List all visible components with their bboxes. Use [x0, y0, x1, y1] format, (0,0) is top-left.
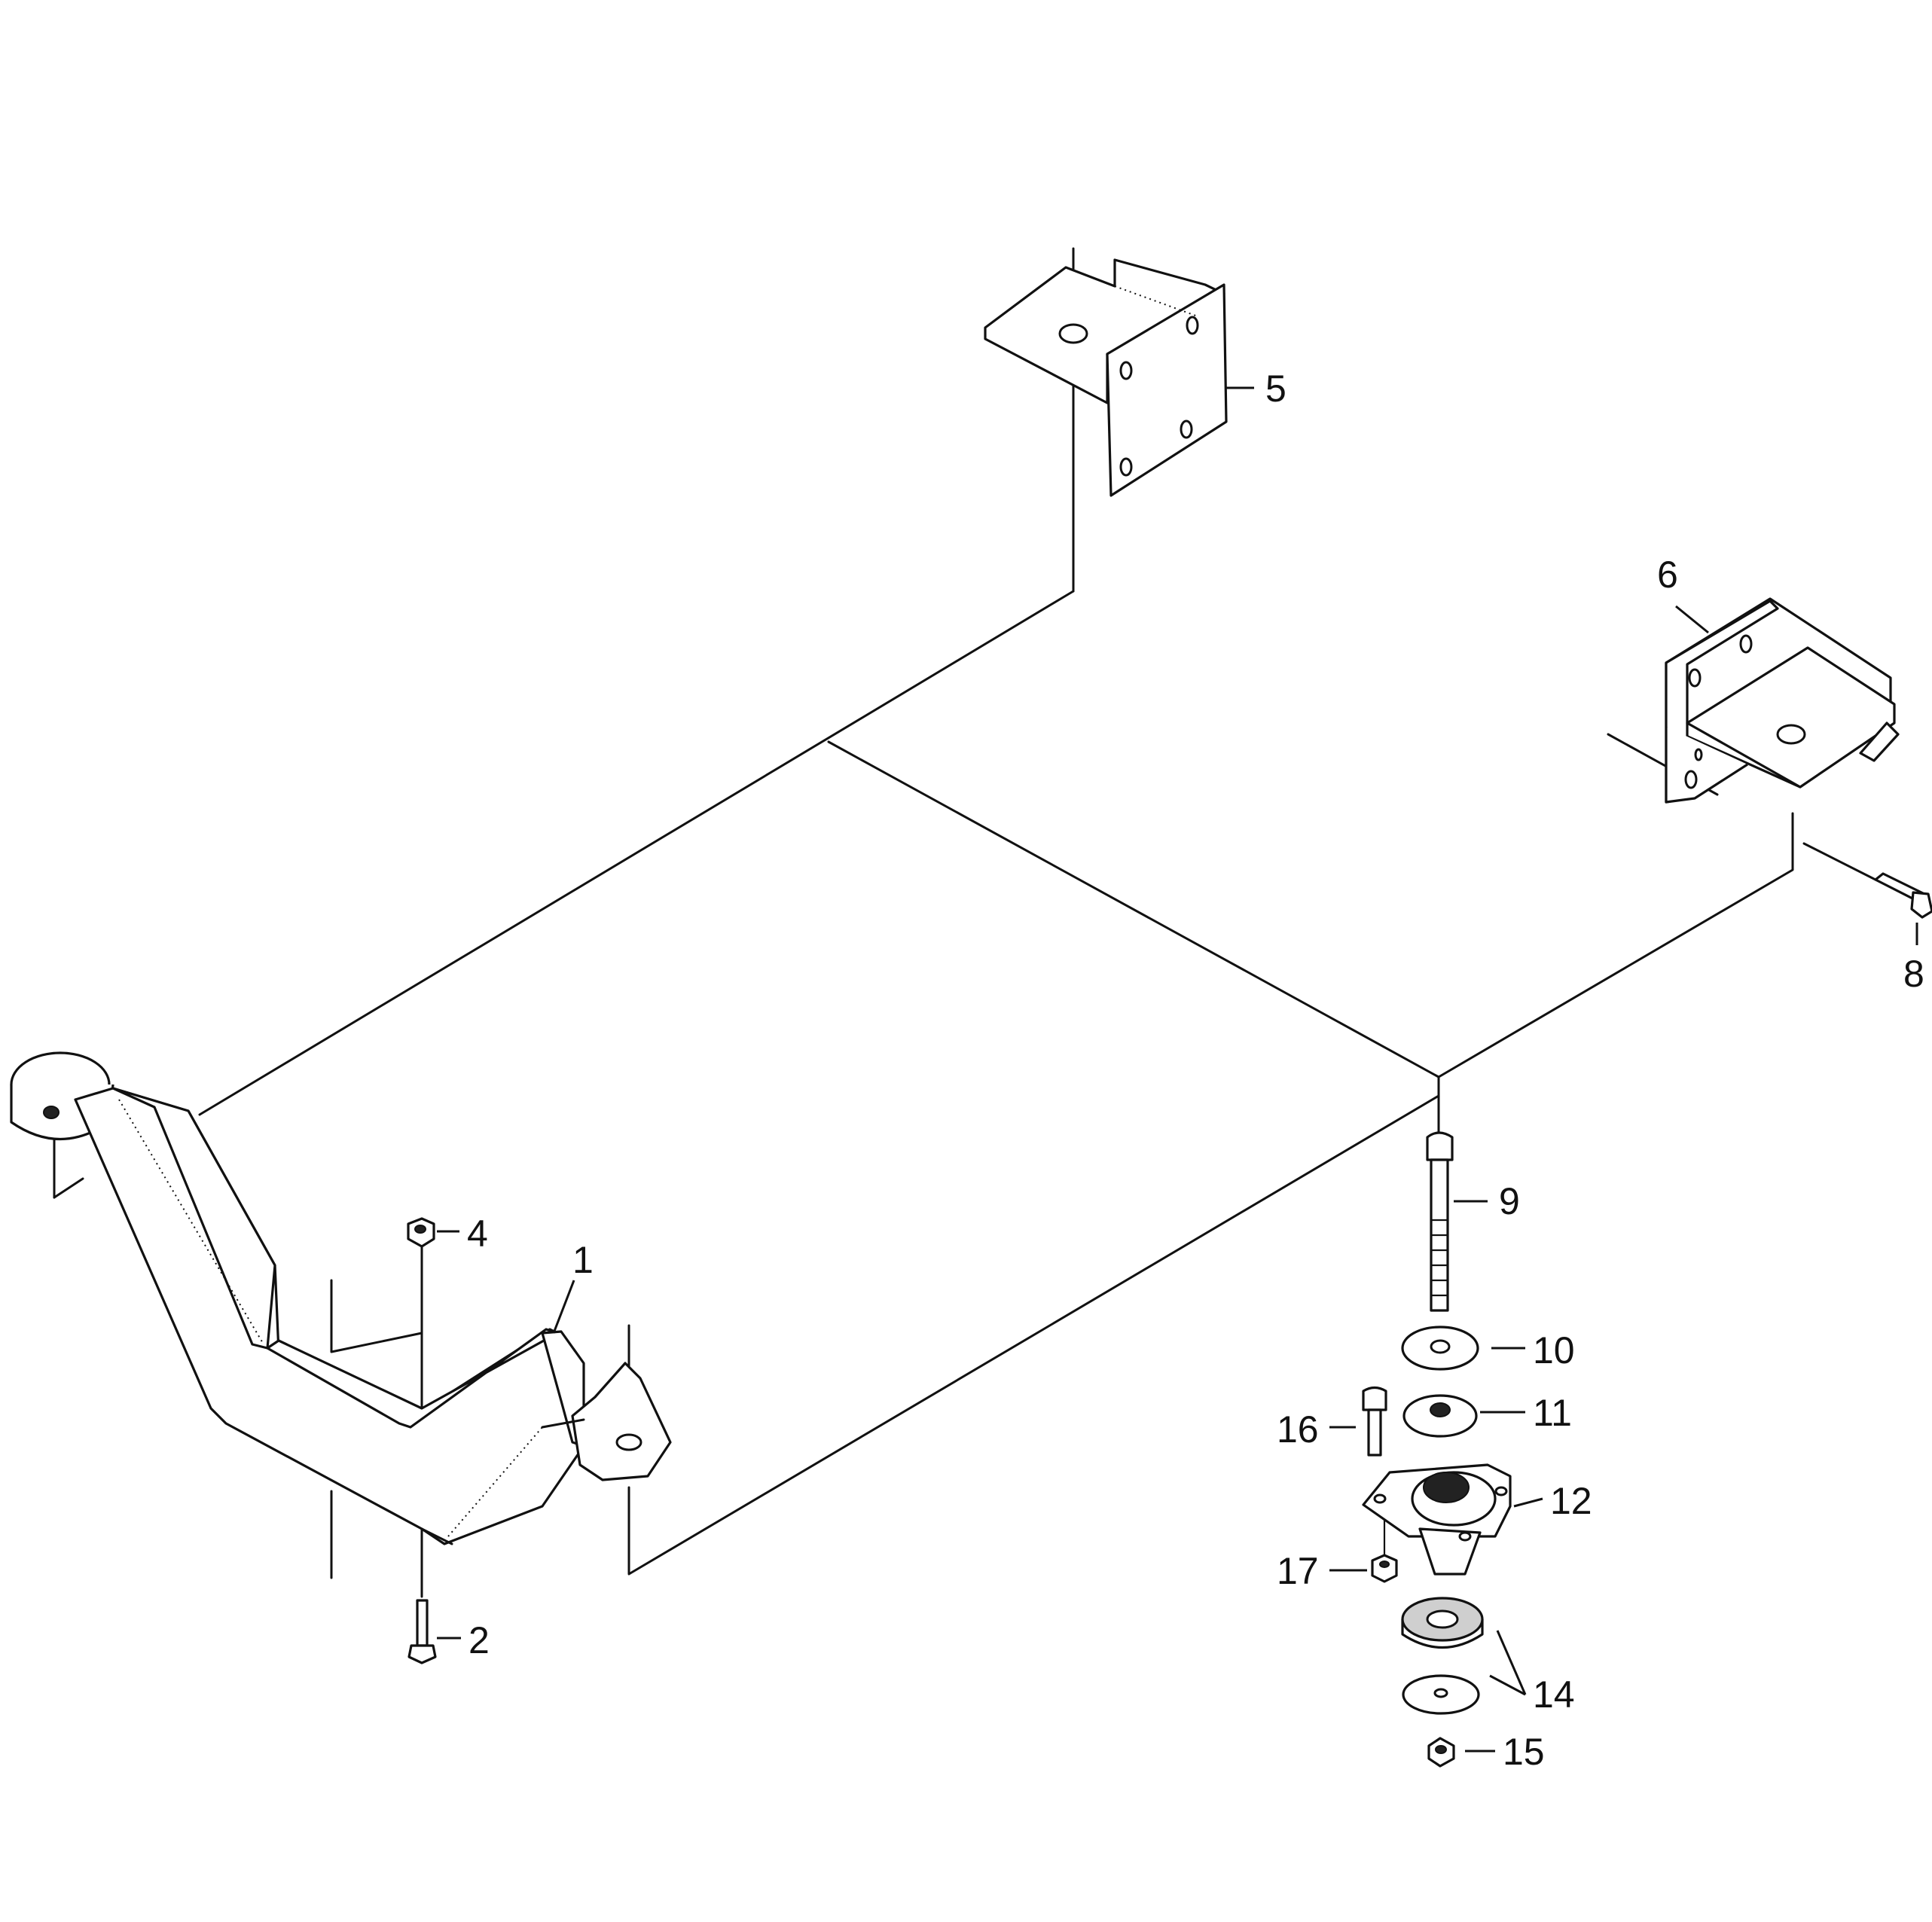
assembly-line — [53, 1177, 84, 1199]
mounting-hole — [1684, 770, 1698, 789]
label-part-17: 17 — [1277, 1550, 1319, 1592]
assembly-line — [627, 1094, 1440, 1576]
arm-part-1 — [10, 1051, 672, 1545]
washer-part-10 — [1401, 1326, 1479, 1371]
mounting-hole — [1694, 748, 1703, 761]
assembly-line — [330, 1279, 423, 1353]
washer-part-14 — [1402, 1674, 1480, 1715]
mounting-hole — [615, 1433, 642, 1451]
nut-part-4 — [407, 1217, 435, 1248]
assembly-line — [198, 590, 1075, 1116]
label-part-15: 15 — [1503, 1731, 1545, 1773]
mounting-hole — [1776, 724, 1806, 745]
mounting-hole — [1119, 457, 1133, 477]
label-part-12: 12 — [1550, 1480, 1592, 1522]
callout-labels: 1 2 4 5 6 8 9 10 11 12 14 15 16 17 — [467, 368, 1924, 1773]
assembly-line — [827, 740, 1440, 1078]
mounting-hole — [1180, 419, 1193, 439]
label-part-6: 6 — [1657, 554, 1678, 596]
label-part-14: 14 — [1533, 1673, 1575, 1716]
mounting-hole — [1739, 634, 1753, 654]
assembly-line — [1802, 842, 1877, 881]
label-part-1: 1 — [572, 1239, 594, 1281]
mounting-hole — [1119, 361, 1133, 380]
label-part-4: 4 — [467, 1213, 488, 1255]
label-part-11: 11 — [1533, 1392, 1572, 1434]
bolt-part-16 — [1362, 1386, 1387, 1457]
label-part-9: 9 — [1499, 1180, 1520, 1222]
label-part-10: 10 — [1533, 1329, 1575, 1371]
label-part-8: 8 — [1903, 953, 1924, 995]
bracket-part-6 — [1665, 597, 1900, 804]
washer-part-11 — [1402, 1394, 1478, 1438]
bolt-part-2 — [407, 1599, 437, 1664]
label-part-16: 16 — [1277, 1408, 1319, 1451]
bracket-part-5 — [984, 258, 1228, 497]
label-part-2: 2 — [469, 1619, 490, 1661]
bolt-part-9 — [1426, 1131, 1454, 1312]
bolt-part-8 — [1874, 872, 1932, 919]
leaders — [437, 386, 1918, 1753]
mounting-hole — [1058, 323, 1088, 344]
mounting-hole — [1688, 668, 1702, 688]
nut-part-15 — [1427, 1737, 1455, 1768]
assembly-line — [1437, 812, 1794, 1078]
mount-part-12 — [1362, 1463, 1512, 1576]
mounting-hole — [1186, 316, 1199, 335]
pad-part-14 — [1401, 1597, 1484, 1649]
label-part-5: 5 — [1265, 368, 1286, 410]
nut-part-17 — [1371, 1554, 1398, 1583]
